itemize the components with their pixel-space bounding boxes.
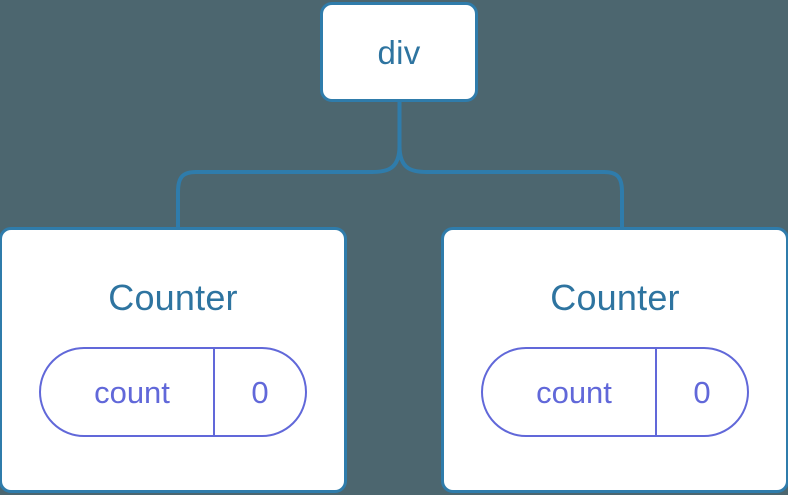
component-title: Counter xyxy=(550,277,680,318)
state-key-label: count xyxy=(41,349,215,435)
state-pill-count[interactable]: count 0 xyxy=(39,347,307,437)
component-title: Counter xyxy=(108,277,238,318)
connector-branch-right xyxy=(397,145,624,229)
tree-node-root[interactable]: div xyxy=(320,2,478,102)
state-value-label: 0 xyxy=(693,374,711,410)
state-value-label: 0 xyxy=(251,374,269,410)
tree-node-counter-0[interactable]: Counter count 0 xyxy=(0,227,347,493)
tree-node-counter-1[interactable]: Counter count 0 xyxy=(441,227,788,493)
connector-branch-left xyxy=(176,145,402,229)
state-key-label: count xyxy=(483,349,657,435)
root-node-label: div xyxy=(377,33,421,71)
state-pill-count[interactable]: count 0 xyxy=(481,347,749,437)
